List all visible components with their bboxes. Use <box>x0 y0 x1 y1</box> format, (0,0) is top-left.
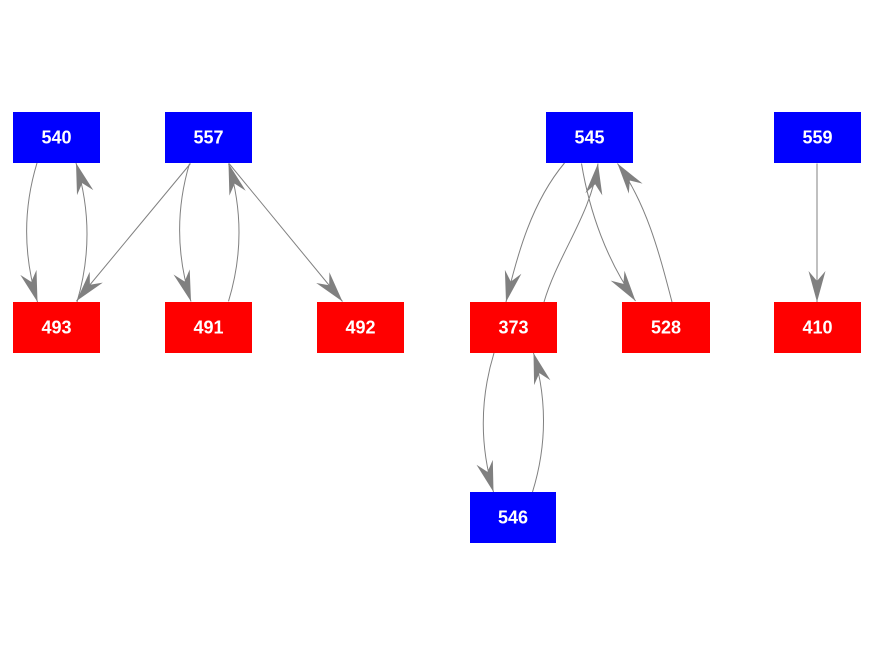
svg-text:492: 492 <box>345 318 375 338</box>
svg-text:373: 373 <box>498 318 528 338</box>
svg-text:557: 557 <box>193 128 223 148</box>
svg-text:546: 546 <box>498 508 528 528</box>
svg-text:559: 559 <box>802 128 832 148</box>
svg-text:545: 545 <box>574 128 604 148</box>
svg-text:493: 493 <box>41 318 71 338</box>
svg-text:528: 528 <box>651 318 681 338</box>
svg-text:491: 491 <box>193 318 223 338</box>
svg-text:410: 410 <box>802 318 832 338</box>
svg-text:540: 540 <box>41 128 71 148</box>
